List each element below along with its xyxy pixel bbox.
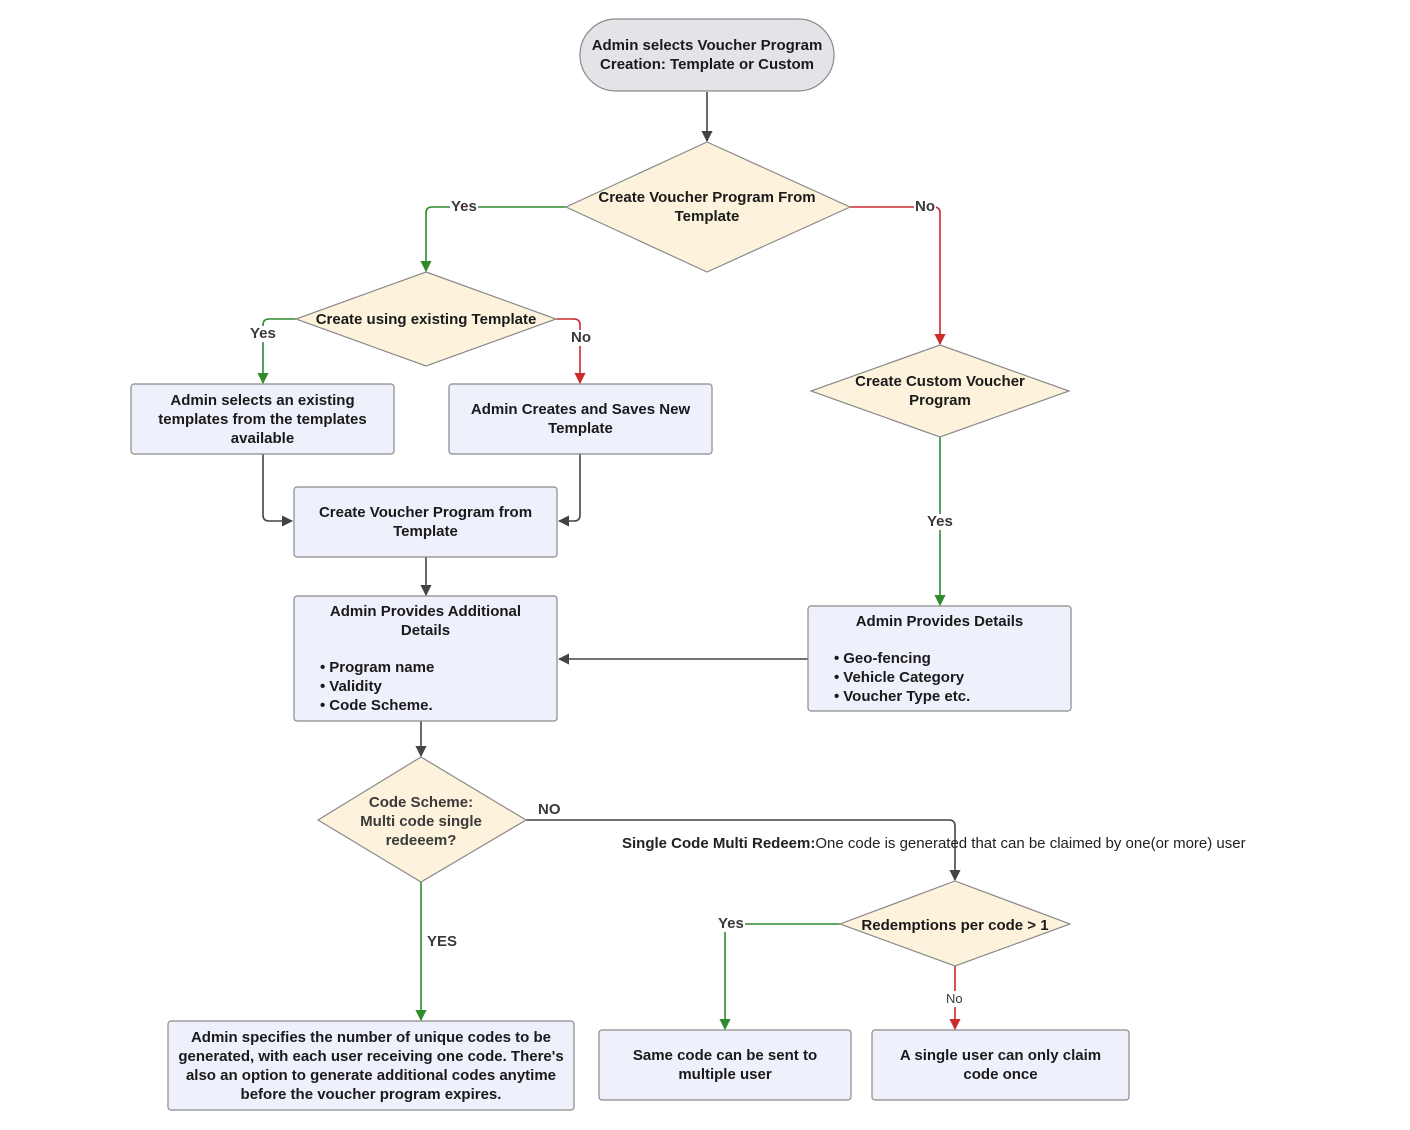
single-code-note-text: One code is generated that can be claime… [815, 835, 1246, 852]
additional-details-item: Code Scheme. [320, 696, 547, 715]
create-from-template-shape [293, 486, 558, 558]
edge-label-no-existing: No [570, 329, 592, 346]
edge-q2-no [556, 318, 586, 385]
edge-q1-yes [420, 206, 566, 273]
decision-from-template-label: Create Voucher Program From Template [598, 189, 816, 225]
decision-code-scheme-label: Code Scheme: Multi code single redeeem? [360, 793, 482, 849]
edge-q2-yes [257, 318, 296, 385]
decision-redemptions-label: Redemptions per code > 1 [861, 916, 1049, 934]
edge-label-yes-template: Yes [450, 198, 478, 215]
decision-from-template-shape [564, 141, 852, 273]
edge-redemptions-yes [719, 923, 840, 1031]
decision-custom-label: Create Custom Voucher Program [855, 373, 1025, 409]
edge-label-no-redemptions: No [945, 991, 964, 1007]
create-from-template-label: Create Voucher Program from Template [318, 504, 533, 540]
same-code-shape [598, 1029, 852, 1101]
edge-codescheme-no [526, 819, 961, 882]
decision-code-scheme-shape [316, 756, 528, 883]
additional-details-box: Admin Provides Additional Details Progra… [304, 602, 547, 717]
single-user-shape [871, 1029, 1130, 1101]
start-node: Admin selects Voucher Program Creation: … [584, 23, 830, 87]
unique-codes-shape [167, 1020, 575, 1111]
additional-details-item: Program name [320, 658, 547, 677]
select-existing-shape [130, 383, 395, 455]
start-node-label: Admin selects Voucher Program Creation: … [591, 37, 823, 73]
same-code-label: Same code can be sent to multiple user [632, 1047, 818, 1083]
select-existing-box: Admin selects an existing templates from… [141, 386, 384, 452]
edge-label-yes-existing: Yes [249, 325, 277, 342]
provides-details-item: Voucher Type etc. [834, 687, 1061, 706]
provides-details-title: Admin Provides Details [855, 613, 1024, 630]
edge-select-to-create [262, 454, 294, 527]
create-new-template-label: Admin Creates and Saves New Template [470, 401, 691, 437]
decision-code-scheme: Code Scheme: Multi code single redeeem? [352, 789, 490, 853]
start-node-shape [579, 18, 835, 92]
select-existing-label: Admin selects an existing templates from… [158, 391, 367, 447]
decision-existing-template: Create using existing Template [300, 306, 552, 332]
unique-codes-label: Admin specifies the number of unique cod… [178, 1028, 564, 1103]
edge-label-yes-redemptions: Yes [717, 915, 745, 932]
decision-custom-shape [809, 344, 1071, 438]
edge-label-yes-custom: Yes [926, 513, 954, 530]
additional-details-item: Validity [320, 677, 547, 696]
provides-details-list: Geo-fencing Vehicle Category Voucher Typ… [818, 649, 1061, 706]
additional-details-title: Admin Provides Additional Details [329, 603, 522, 639]
decision-redemptions-shape [838, 880, 1072, 967]
create-from-template-box: Create Voucher Program from Template [304, 489, 547, 555]
single-user-box: A single user can only claim code once [882, 1032, 1119, 1098]
provides-details-item: Geo-fencing [834, 649, 1061, 668]
additional-details-list: Program name Validity Code Scheme. [304, 658, 547, 715]
edge-q1-no [850, 206, 946, 346]
create-new-template-shape [448, 383, 713, 455]
edge-label-yes-code-scheme: YES [426, 933, 459, 950]
provides-details-box: Admin Provides Details Geo-fencing Vehic… [818, 612, 1061, 707]
edge-label-no-template: No [914, 198, 936, 215]
provides-details-item: Vehicle Category [834, 668, 1061, 687]
edge-label-no-code-scheme: NO [537, 801, 562, 818]
same-code-box: Same code can be sent to multiple user [609, 1032, 841, 1098]
decision-from-template: Create Voucher Program From Template [590, 184, 824, 230]
edge-new-to-create [557, 454, 581, 527]
unique-codes-box: Admin specifies the number of unique cod… [176, 1024, 566, 1107]
single-user-label: A single user can only claim code once [899, 1047, 1102, 1083]
create-new-template-box: Admin Creates and Saves New Template [459, 386, 702, 452]
decision-existing-template-label: Create using existing Template [315, 310, 537, 328]
single-code-note: Single Code Multi Redeem:One code is gen… [622, 835, 1246, 853]
decision-existing-template-shape [294, 271, 558, 367]
decision-redemptions: Redemptions per code > 1 [852, 914, 1058, 936]
decision-custom: Create Custom Voucher Program [842, 368, 1038, 414]
single-code-note-title: Single Code Multi Redeem: [622, 835, 816, 852]
